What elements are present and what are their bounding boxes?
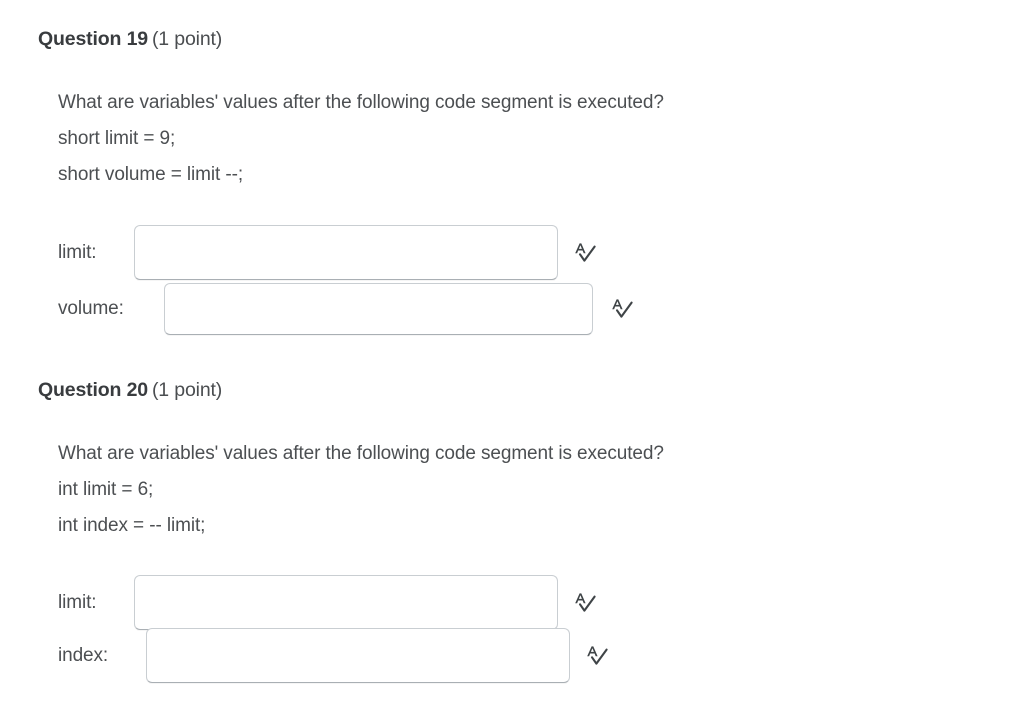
question-19-heading: Question 19(1 point) xyxy=(38,28,222,51)
question-20-number: Question 20 xyxy=(38,379,148,401)
question-20-prompt: What are variables' values after the fol… xyxy=(58,436,664,544)
question-19-code-line-2: short volume = limit --; xyxy=(58,164,244,185)
question-20-answer-input-limit[interactable] xyxy=(134,575,558,630)
question-20-prompt-line-1: What are variables' values after the fol… xyxy=(58,443,664,464)
question-19-answer-row-limit: limit: xyxy=(58,225,598,280)
question-20-answer-row-index: index: xyxy=(58,628,610,683)
question-19-answer-input-limit[interactable] xyxy=(134,225,558,280)
question-19-number: Question 19 xyxy=(38,28,148,50)
question-20-answer-label-limit: limit: xyxy=(58,591,97,613)
question-19-points: (1 point) xyxy=(151,28,223,50)
question-19-answer-label-volume: volume: xyxy=(58,298,124,319)
question-20-answer-row-limit: limit: xyxy=(58,575,598,630)
question-19-prompt: What are variables' values after the fol… xyxy=(58,85,664,193)
spellcheck-icon[interactable] xyxy=(572,240,598,266)
question-19-answer-label-limit: limit: xyxy=(58,241,97,263)
question-20-points: (1 point) xyxy=(151,379,223,401)
question-20-answer-input-index[interactable] xyxy=(146,628,570,683)
question-20-code-line-2: int index = -- limit; xyxy=(58,515,206,536)
question-19-answer-row-volume: volume: xyxy=(58,283,635,335)
question-20-heading: Question 20(1 point) xyxy=(38,379,222,402)
spellcheck-icon[interactable] xyxy=(572,590,598,616)
question-19-prompt-line-1: What are variables' values after the fol… xyxy=(58,92,664,113)
spellcheck-icon[interactable] xyxy=(609,296,635,322)
question-19-code-line-1: short limit = 9; xyxy=(58,128,176,149)
question-20-answer-label-index: index: xyxy=(58,644,109,666)
question-19-answer-input-volume[interactable] xyxy=(164,283,593,335)
spellcheck-icon[interactable] xyxy=(584,643,610,669)
question-20-code-line-1: int limit = 6; xyxy=(58,479,154,500)
